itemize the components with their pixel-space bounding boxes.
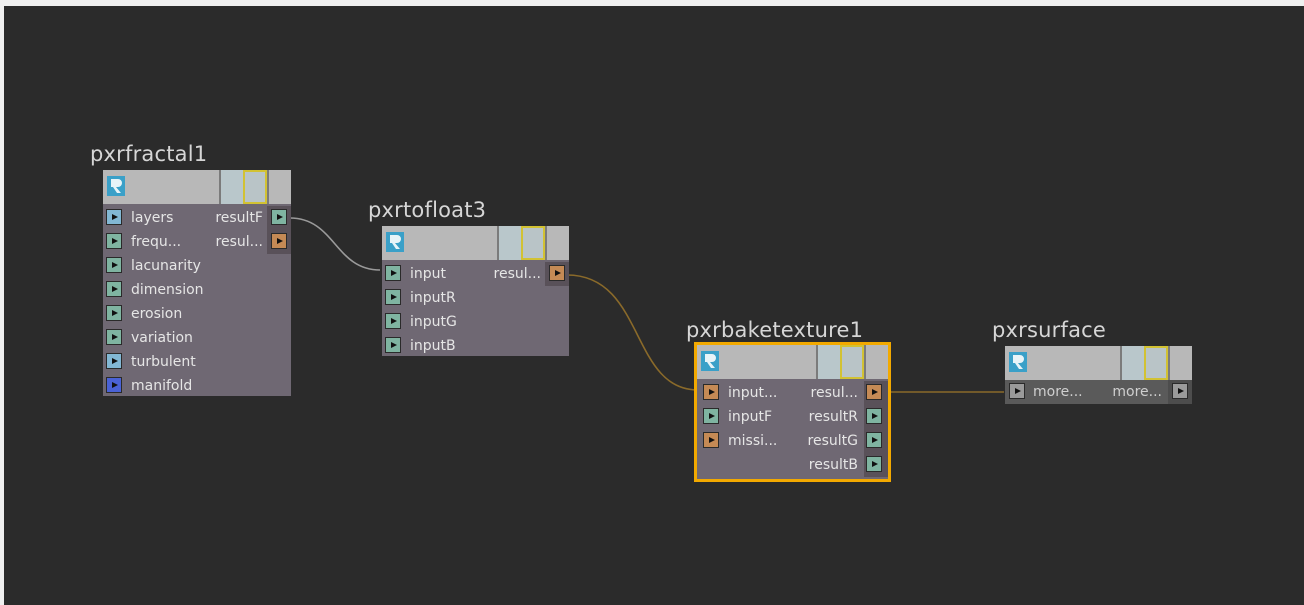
node-pxrsurface[interactable]: more... more... <box>1005 346 1192 404</box>
input-label: inputG <box>410 314 457 330</box>
node-title-pxrbaketexture1[interactable]: pxrbaketexture1 <box>686 318 864 342</box>
input-label: frequ... <box>131 234 182 250</box>
input-port-lacunarity[interactable] <box>106 257 122 273</box>
output-label: resultR <box>808 409 858 425</box>
template-toggle[interactable] <box>267 170 291 204</box>
node-pxrfractal1[interactable]: layers resultF frequ... resul... lacunar… <box>103 170 291 396</box>
renderman-icon <box>107 176 125 196</box>
output-port-resultB[interactable] <box>866 456 882 472</box>
output-label: resul... <box>810 385 858 401</box>
input-label: input <box>410 266 447 282</box>
node-title-pxrfractal1[interactable]: pxrfractal1 <box>90 142 208 166</box>
output-port-result[interactable] <box>549 265 565 281</box>
input-label: input... <box>728 385 778 401</box>
output-label: resul... <box>493 266 541 282</box>
input-label: layers <box>131 210 174 226</box>
input-port-frequency[interactable] <box>106 233 122 249</box>
template-toggle[interactable] <box>1168 346 1192 380</box>
node-header[interactable] <box>103 170 291 204</box>
bypass-toggle[interactable] <box>219 170 243 204</box>
renderman-icon <box>386 232 404 252</box>
input-port-layers[interactable] <box>106 209 122 225</box>
node-pxrtofloat3[interactable]: input resul... inputR inputG inputB <box>382 226 569 356</box>
bypass-toggle[interactable] <box>497 226 521 260</box>
output-port-resultRGB[interactable] <box>866 384 882 400</box>
bypass-toggle[interactable] <box>1120 346 1144 380</box>
input-port-variation[interactable] <box>106 329 122 345</box>
display-flag-toggle[interactable] <box>521 226 545 260</box>
input-label: more... <box>1033 384 1083 400</box>
input-port-manifold[interactable] <box>106 377 122 393</box>
node-title-pxrtofloat3[interactable]: pxrtofloat3 <box>368 198 487 222</box>
input-label: lacunarity <box>131 258 201 274</box>
output-port-more[interactable] <box>1172 383 1188 399</box>
input-port-more[interactable] <box>1009 383 1025 399</box>
node-header[interactable] <box>1005 346 1192 380</box>
node-header[interactable] <box>697 345 888 379</box>
display-flag-toggle[interactable] <box>1144 346 1168 380</box>
input-label: variation <box>131 330 193 346</box>
input-label: manifold <box>131 378 193 394</box>
input-port-inputB[interactable] <box>385 337 401 353</box>
input-port-missing[interactable] <box>703 432 719 448</box>
input-label: erosion <box>131 306 183 322</box>
output-label: resultF <box>215 210 263 226</box>
input-port-erosion[interactable] <box>106 305 122 321</box>
node-pxrbaketexture1[interactable]: input... resul... inputF resultR missi..… <box>694 342 891 482</box>
output-label: resultG <box>807 433 858 449</box>
renderman-icon <box>1009 352 1027 372</box>
input-label: dimension <box>131 282 204 298</box>
output-label: more... <box>1112 384 1162 400</box>
template-toggle[interactable] <box>864 345 888 379</box>
input-port-inputR[interactable] <box>385 289 401 305</box>
bypass-toggle[interactable] <box>816 345 840 379</box>
input-label: inputR <box>410 290 456 306</box>
input-port-inputRGB[interactable] <box>703 384 719 400</box>
output-port-result-struct[interactable] <box>271 233 287 249</box>
node-header[interactable] <box>382 226 569 260</box>
input-port-inputF[interactable] <box>703 408 719 424</box>
output-label: resul... <box>215 234 263 250</box>
input-port-turbulent[interactable] <box>106 353 122 369</box>
output-port-resultR[interactable] <box>866 408 882 424</box>
display-flag-toggle[interactable] <box>243 170 267 204</box>
output-port-resultF[interactable] <box>271 209 287 225</box>
input-port-input[interactable] <box>385 265 401 281</box>
template-toggle[interactable] <box>545 226 569 260</box>
input-port-inputG[interactable] <box>385 313 401 329</box>
input-label: inputF <box>728 409 773 425</box>
node-title-pxrsurface[interactable]: pxrsurface <box>992 318 1107 342</box>
input-label: inputB <box>410 338 456 354</box>
input-label: turbulent <box>131 354 196 370</box>
display-flag-toggle[interactable] <box>840 345 864 379</box>
input-label: missi... <box>728 433 778 449</box>
renderman-icon <box>701 351 719 371</box>
output-port-resultG[interactable] <box>866 432 882 448</box>
input-port-dimension[interactable] <box>106 281 122 297</box>
output-label: resultB <box>808 457 858 473</box>
